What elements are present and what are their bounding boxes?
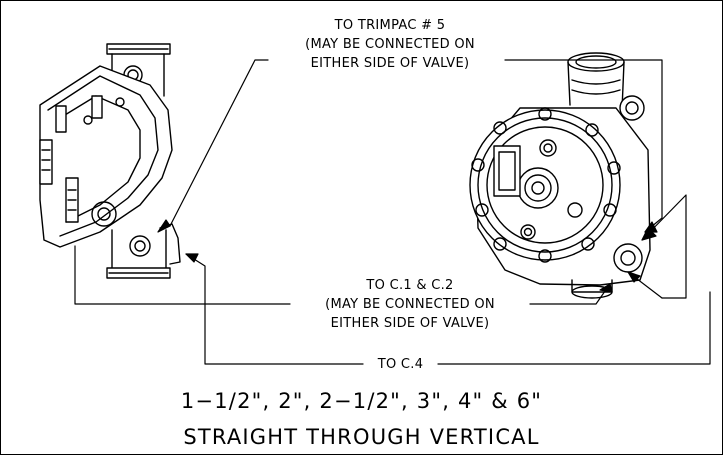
callout-trimpac-line1: TO TRIMPAC # 5 xyxy=(334,18,446,33)
callout-c1-c2-line1: TO C.1 & C.2 xyxy=(366,278,454,293)
callout-c4: TO C.4 xyxy=(377,357,424,372)
valve-sizes: 1−1/2", 2", 2−1/2", 3", 4" & 6" xyxy=(180,389,543,413)
callout-c1-c2-line3: EITHER SIDE OF VALVE) xyxy=(330,316,490,331)
valve-orientation: STRAIGHT THROUGH VERTICAL xyxy=(183,425,540,449)
callout-trimpac: TO TRIMPAC # 5 (MAY BE CONNECTED ON EITH… xyxy=(270,16,510,73)
callout-c1-c2-line2: (MAY BE CONNECTED ON xyxy=(325,297,495,312)
callout-c1-c2: TO C.1 & C.2 (MAY BE CONNECTED ON EITHER… xyxy=(290,276,530,333)
callout-trimpac-line2: (MAY BE CONNECTED ON xyxy=(305,37,475,52)
leader-lines xyxy=(74,59,711,365)
callout-trimpac-line3: EITHER SIDE OF VALVE) xyxy=(310,56,470,71)
right-valve-front-view xyxy=(469,52,651,299)
left-valve-side-view xyxy=(39,43,181,279)
